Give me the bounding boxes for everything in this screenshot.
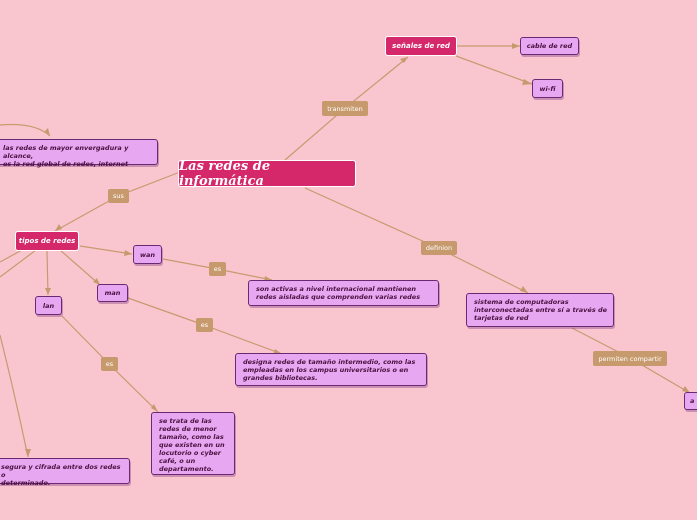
root-title: Las redes de informática	[179, 158, 271, 189]
link-tipos-left1	[0, 249, 37, 278]
arrowhead-vpn	[25, 449, 31, 457]
label-es-man[interactable]: es	[196, 318, 213, 332]
root-topic[interactable]: Las redes de informática	[178, 158, 356, 189]
link-tipos-wan	[79, 245, 133, 255]
link-root-definion	[304, 187, 439, 249]
arrowhead-landesc	[151, 404, 158, 412]
link-wan-es	[162, 258, 218, 270]
node-lan[interactable]: lan	[35, 296, 62, 315]
link-sus-tipos	[54, 195, 119, 232]
node-right-edge[interactable]: a	[684, 392, 697, 410]
arrowhead-senales	[400, 57, 408, 63]
arrowhead-man	[93, 278, 100, 285]
link-senales-wifi	[455, 55, 533, 85]
arrowhead-tipos	[55, 224, 62, 231]
link-tipos-left2	[0, 249, 23, 263]
node-internet[interactable]: las redes de mayor envergadura y alcance…	[0, 139, 158, 168]
link-lan-es	[61, 315, 110, 365]
node-senales-de-red[interactable]: señales de red	[385, 36, 457, 56]
node-definicion[interactable]: sistema de computadoras interconectadas …	[466, 293, 614, 327]
link-es-wandesc	[216, 268, 273, 281]
link-tipos-lan	[46, 250, 49, 296]
label-sus[interactable]: sus	[108, 189, 129, 203]
link-internet-curve	[0, 123, 51, 137]
link-transmiten-senales	[343, 56, 409, 110]
node-man[interactable]: man	[97, 284, 128, 302]
node-lan-descripcion[interactable]: se trata de las redes de menor tamaño, c…	[151, 412, 235, 475]
arrowhead-def	[520, 286, 528, 293]
node-tipos-de-redes[interactable]: tipos de redes	[15, 231, 79, 251]
label-es-wan[interactable]: es	[209, 262, 226, 276]
label-permiten-compartir[interactable]: permiten compartir	[593, 351, 667, 366]
link-es-landesc	[108, 363, 159, 413]
node-wan[interactable]: wan	[133, 245, 162, 264]
arrowhead-lan	[45, 288, 51, 295]
node-man-descripcion[interactable]: designa redes de tamaño intermedio, como…	[235, 353, 427, 386]
label-transmiten[interactable]: transmiten	[322, 101, 368, 116]
link-man-es	[127, 297, 205, 326]
link-definion-def	[437, 247, 529, 294]
node-vpn[interactable]: segura y cifrada entre dos redes o deter…	[0, 458, 130, 487]
arrowhead-wifi	[522, 79, 532, 85]
node-wan-descripcion[interactable]: son activas a nivel internacional mantie…	[248, 280, 439, 306]
label-definion[interactable]: definion	[421, 241, 457, 255]
arrowhead-a	[682, 386, 690, 393]
link-root-transmiten	[284, 108, 345, 161]
label-es-lan[interactable]: es	[101, 357, 118, 371]
node-cable-de-red[interactable]: cable de red	[520, 37, 579, 55]
link-es-mandesc	[203, 324, 283, 355]
node-wifi[interactable]: wi-fi	[532, 79, 563, 98]
arrowhead-wan	[124, 250, 132, 256]
link-tipos-vpn	[0, 334, 29, 458]
arrowhead-cable	[512, 43, 520, 49]
arrowhead-internet	[44, 128, 50, 136]
link-tipos-man	[59, 249, 101, 286]
